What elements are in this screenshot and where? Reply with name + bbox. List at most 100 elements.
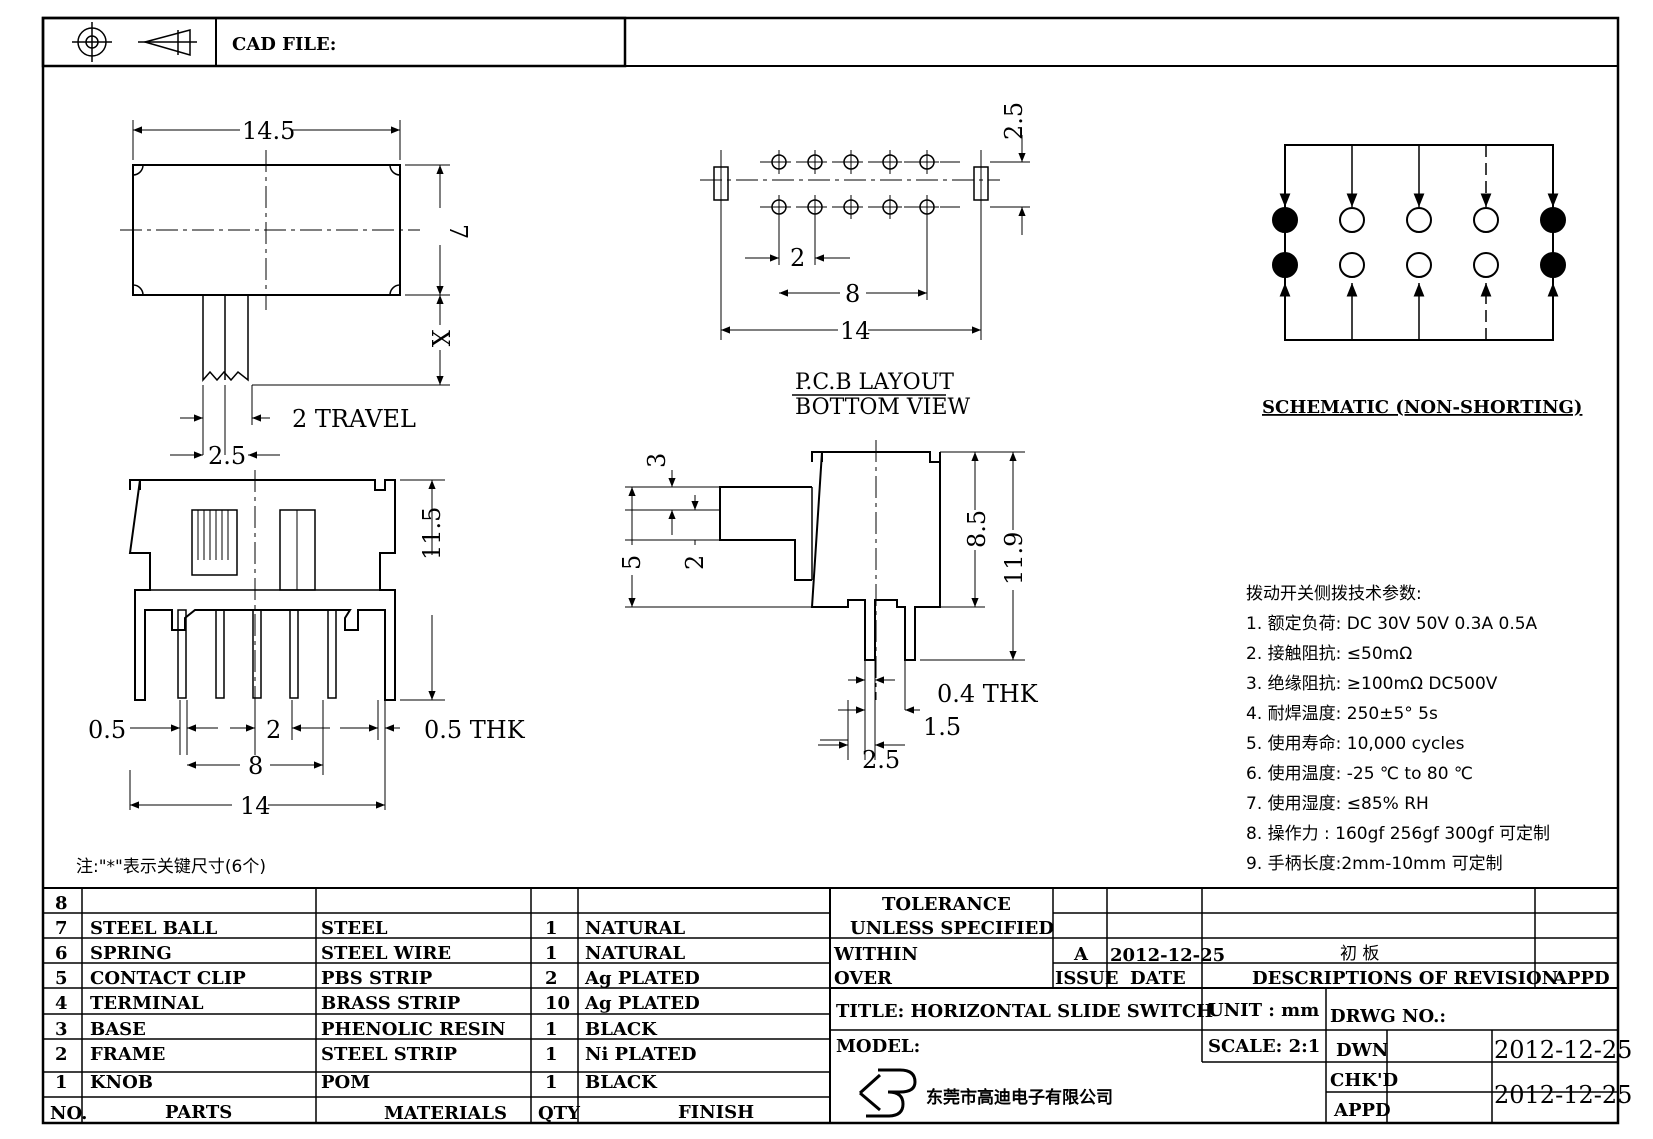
title-block-grid <box>830 888 1618 1123</box>
terminal-pin <box>289 609 299 699</box>
pcb-span: 8 <box>845 280 860 308</box>
bom-row-finish: Ag PLATED <box>584 968 700 989</box>
title-block: TOLERANCE UNLESS SPECIFIED WITHIN OVER A… <box>833 894 1632 1121</box>
bom-row-no: 4 <box>55 993 68 1014</box>
pcb-layout-drawing <box>700 135 1030 396</box>
front-dim-pin: 0.5 <box>88 716 126 744</box>
top-view-drawing <box>120 120 450 459</box>
checked-date: 2012-12-25 <box>1494 1081 1632 1109</box>
unit-label: UNIT : mm <box>1208 1000 1319 1021</box>
spec-item: 5. 使用寿命: 10,000 cycles <box>1246 733 1465 754</box>
revision-desc-header: DESCRIPTIONS OF REVISION <box>1252 968 1558 989</box>
bom-row-part: KNOB <box>90 1072 153 1093</box>
appd-header: APPD <box>1552 968 1610 989</box>
terminal-pin <box>327 609 337 699</box>
pcb-hole-icon <box>839 195 863 219</box>
spec-title: 拨动开关侧拨技术参数: <box>1246 584 1422 604</box>
bom-row-material: PBS STRIP <box>321 968 433 989</box>
bom-header-finish: FINISH <box>678 1102 754 1123</box>
terminal-pin <box>177 609 187 699</box>
bom-row-part: SPRING <box>90 943 172 964</box>
terminal-pin <box>215 609 225 699</box>
bom-row-no: 2 <box>55 1044 68 1065</box>
spec-item: 1. 额定负荷: DC 30V 50V 0.3A 0.5A <box>1246 614 1538 634</box>
front-dim-thk: 0.5 THK <box>424 716 526 744</box>
checked-label: CHK'D <box>1330 1070 1398 1091</box>
bom-row-no: 3 <box>55 1019 68 1040</box>
side-view-drawing <box>625 440 1025 760</box>
side-dim-2: 2 <box>681 555 709 570</box>
bom-row-qty: 1 <box>545 1072 558 1093</box>
side-dim-5: 5 <box>618 555 646 570</box>
spec-item: 9. 手柄长度:2mm-10mm 可定制 <box>1246 854 1503 874</box>
knob-grip-lines <box>197 510 229 560</box>
pcb-total: 14 <box>840 317 871 345</box>
approved-label: APPD <box>1333 1100 1391 1121</box>
tolerance-sub: UNLESS SPECIFIED <box>850 918 1054 939</box>
front-dim-height: 11.5 <box>418 507 446 560</box>
schematic-pin <box>1272 145 1298 340</box>
dim-x: X <box>426 330 454 347</box>
front-dim-span: 8 <box>248 752 263 780</box>
bom-row-qty: 1 <box>545 1044 558 1065</box>
bom-row-part: TERMINAL <box>90 993 204 1014</box>
spec-item: 4. 耐焊温度: 250±5° 5s <box>1246 704 1438 724</box>
company-logo-icon <box>858 1068 917 1118</box>
bom-row-material: STEEL WIRE <box>321 943 451 964</box>
bom-row-no: 6 <box>55 943 68 964</box>
front-dim-pitch: 2 <box>266 716 281 744</box>
pcb-hole-icon <box>839 150 863 174</box>
drawing-number-label: DRWG NO.: <box>1330 1006 1446 1027</box>
pcb-title: P.C.B LAYOUT <box>795 370 954 395</box>
bom-row-no: 8 <box>55 893 68 914</box>
bom-row-no: 1 <box>55 1072 68 1093</box>
cad-file-label: CAD FILE: <box>232 34 336 55</box>
bom-row-material: STEEL <box>321 918 388 939</box>
bom-row-finish: BLACK <box>585 1019 658 1040</box>
pcb-pitch: 2 <box>790 244 805 272</box>
bom-row-finish: BLACK <box>585 1072 658 1093</box>
bom-row-finish: Ag PLATED <box>584 993 700 1014</box>
bom-row-finish: NATURAL <box>585 918 685 939</box>
spec-item: 8. 操作力 : 160gf 256gf 300gf 可定制 <box>1246 824 1550 844</box>
front-dim-total: 14 <box>240 792 271 820</box>
spec-item: 3. 绝缘阻抗: ≥100mΩ DC500V <box>1246 674 1498 694</box>
bom-row-material: BRASS STRIP <box>321 993 461 1014</box>
schematic-pin <box>1406 145 1432 340</box>
drawn-label: DWN <box>1336 1040 1388 1061</box>
scale-label: SCALE: 2:1 <box>1208 1036 1320 1057</box>
side-dim-25: 2.5 <box>862 746 900 774</box>
dim-width: 14.5 <box>242 117 295 145</box>
pcb-hole-icon <box>878 150 902 174</box>
side-dim-119: 11.9 <box>1000 532 1028 585</box>
date-label: DATE <box>1130 968 1186 989</box>
spec-item: 6. 使用温度: -25 ℃ to 80 ℃ <box>1246 763 1473 784</box>
drawing-title: TITLE: HORIZONTAL SLIDE SWITCH <box>836 1001 1213 1022</box>
bom-row-part: BASE <box>90 1019 146 1040</box>
schematic-pin <box>1540 145 1566 340</box>
bom-header-qty: QTY <box>538 1103 581 1124</box>
tolerance-label: TOLERANCE <box>882 894 1011 915</box>
bom-header-no: NO. <box>50 1103 87 1124</box>
drawn-date: 2012-12-25 <box>1494 1036 1632 1064</box>
side-dim-thk: 0.4 THK <box>937 680 1039 708</box>
bom-row-qty: 1 <box>545 1019 558 1040</box>
dim-knob-width: 2.5 <box>208 442 246 470</box>
pcb-pitch-top: 2.5 <box>1000 102 1028 140</box>
issue-label: ISSUE <box>1055 968 1118 989</box>
bom-row-finish: NATURAL <box>585 943 685 964</box>
bom-row-part: STEEL BALL <box>90 918 218 939</box>
revision-description: 初 板 <box>1340 944 1379 964</box>
bom-header-materials: MATERIALS <box>384 1103 507 1124</box>
model-label: MODEL: <box>836 1036 920 1057</box>
header-block <box>41 16 627 68</box>
spec-item: 2. 接触阻抗: ≤50mΩ <box>1246 644 1412 664</box>
revision-date: 2012-12-25 <box>1110 945 1225 966</box>
bom-row-qty: 1 <box>545 943 558 964</box>
bom-row-material: STEEL STRIP <box>321 1044 458 1065</box>
bom-row-no: 7 <box>55 918 68 939</box>
pcb-subtitle: BOTTOM VIEW <box>795 395 971 420</box>
schematic-pin <box>1339 145 1365 340</box>
pcb-hole-icon <box>915 150 939 174</box>
